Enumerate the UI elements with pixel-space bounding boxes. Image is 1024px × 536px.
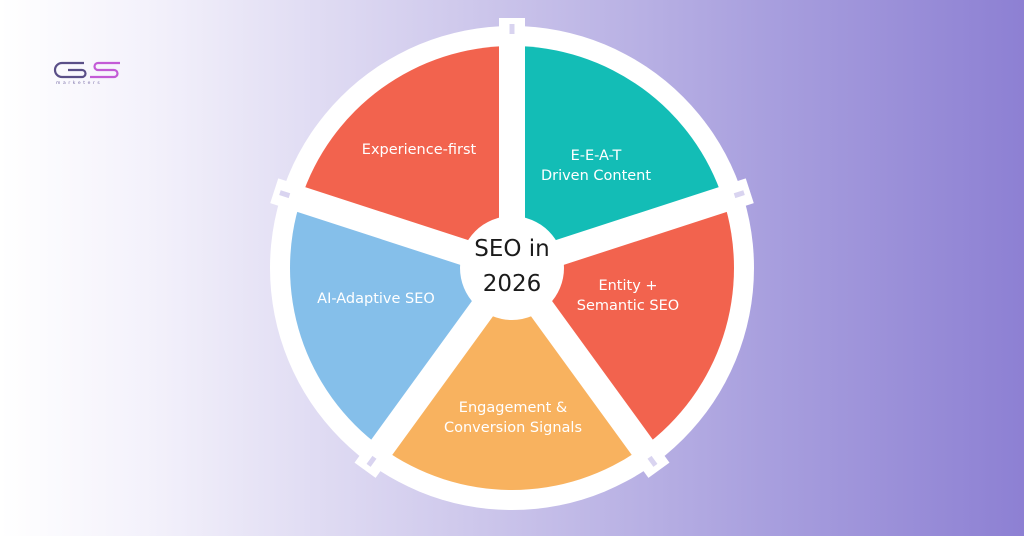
ring-notch [733,190,745,199]
segment-label-engagement-conversion-signals: Engagement & Conversion Signals [444,400,582,436]
segment-label-experience-first: Experience-first [362,142,477,158]
segment-label-line: Engagement & [459,400,567,416]
ring-notch [366,455,377,467]
logo-subtitle: marketers [56,80,102,86]
segment-label-entity-semantic-seo: Entity + Semantic SEO [577,278,679,314]
segment-label-ai-adaptive-seo: AI-Adaptive SEO [317,291,435,307]
segment-label-line: Entity + [598,278,657,294]
segment-label-eeat-driven-content: E-E-A-T Driven Content [541,148,651,184]
logo: marketers [53,61,120,86]
segment-label-line: Conversion Signals [444,420,582,436]
segment-engagement-conversion-signals [381,300,643,491]
ring-notch [647,455,658,467]
center-title-line1: SEO in [474,236,550,262]
ring-notch [279,190,291,199]
segment-label-line: AI-Adaptive SEO [317,291,435,307]
segment-label-line: Semantic SEO [577,298,679,314]
segment-label-line: Driven Content [541,168,651,184]
segment-ai-adaptive-seo [290,199,489,448]
segment-label-line: E-E-A-T [571,148,622,164]
segment-entity-semantic-seo [535,199,734,448]
center-title-line2: 2026 [483,271,542,297]
segment-label-line: Experience-first [362,142,477,158]
center-hub [460,216,564,320]
